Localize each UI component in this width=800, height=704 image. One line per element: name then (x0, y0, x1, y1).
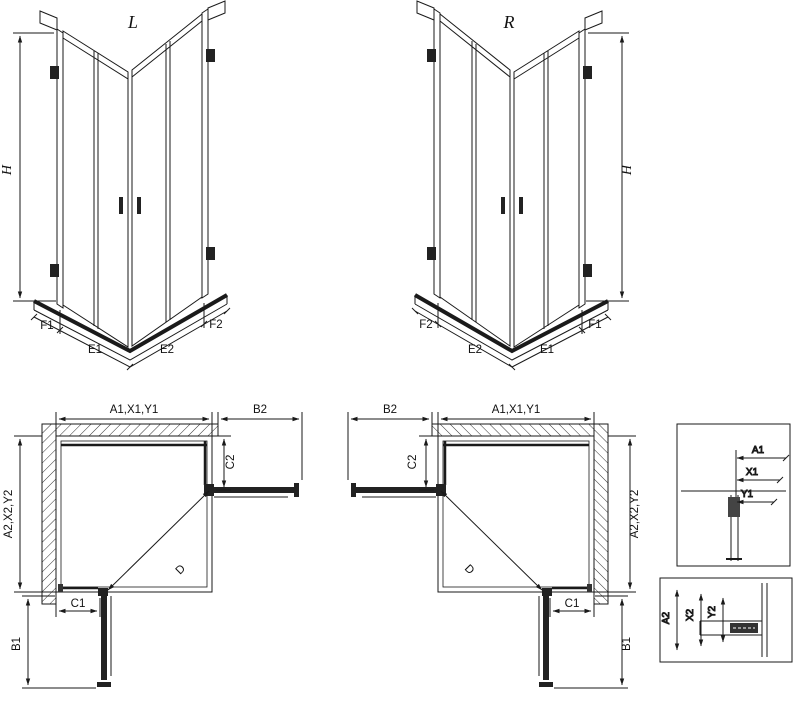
open-door-bottom (97, 588, 112, 687)
detail-top-frame (676, 423, 791, 567)
detail-top-dim-x1: X1 (746, 467, 759, 478)
plan-r-door-depth-dim: B1 (621, 637, 633, 651)
tray-dim-f1-r: F1 (588, 319, 601, 331)
plan-dimension-lines (14, 412, 303, 689)
tray-dimension-lines (30, 303, 231, 371)
plan-left-labels: A1,X1,Y1 B2 C2 A2,X2,Y2 C1 D B1 (3, 404, 267, 651)
diagonal-dimension-line (107, 490, 210, 591)
view-title-r: R (503, 12, 515, 32)
detail-top-dim-y1: Y1 (741, 489, 754, 500)
open-door-right (204, 483, 299, 498)
plan-l-depth-dim: A2,X2,Y2 (3, 490, 15, 539)
height-dimension (13, 32, 56, 302)
enclosure-3d-lineart-left (13, 0, 231, 371)
detail-bottom-dim-x2: X2 (685, 608, 696, 621)
glass-panels-plan (58, 441, 207, 592)
plan-l-fixed-bottom-dim: C1 (71, 598, 86, 610)
plan-r-fixed-bottom-dim: C1 (565, 598, 580, 610)
tray-dim-e2-l: E2 (160, 344, 174, 356)
tray-dim-e1-l: E1 (88, 344, 102, 356)
view-title-l: L (127, 12, 138, 32)
glass-panel-left (62, 30, 129, 348)
plan-l-diagonal-dim: D (174, 563, 188, 577)
enclosure-3d-left-labels: L H F1 E1 E2 F2 (0, 12, 223, 356)
wall-bracket-right (207, 0, 226, 21)
plan-l-width-dim: A1,X1,Y1 (110, 404, 159, 416)
wall-hatching (41, 423, 219, 605)
detail-view-bottom: A2 X2 Y2 (659, 577, 793, 663)
tray-dim-e2-r: E2 (468, 344, 482, 356)
detail-bottom-dim-y2: Y2 (707, 605, 718, 618)
detail-bottom-frame (659, 577, 793, 663)
plan-r-diagonal-dim: D (462, 563, 476, 577)
tray-dim-f2-l: F2 (209, 319, 222, 331)
height-dim-label-l: H (0, 164, 15, 176)
plan-view-lineart-left (14, 412, 303, 689)
door-handles (119, 197, 141, 214)
plan-l-door-depth-dim: B1 (11, 637, 23, 651)
plan-r-width-dim: A1,X1,Y1 (492, 404, 541, 416)
enclosure-3d-lineart-right (412, 1, 629, 370)
plan-view-lineart-right (348, 412, 636, 688)
detail-view-top: A1 X1 Y1 (676, 423, 791, 567)
door-hinges (50, 49, 215, 277)
tray-dim-e1-r: E1 (540, 344, 554, 356)
wall-bracket-left (39, 10, 58, 31)
detail-bottom-dim-a2: A2 (661, 611, 672, 624)
glass-panel-right (131, 12, 203, 347)
enclosure-3d-right-labels: R H F2 E2 E1 F1 (419, 12, 635, 356)
plan-r-depth-dim: A2,X2,Y2 (629, 490, 641, 539)
plan-r-fixed-panel-dim: C2 (407, 455, 419, 470)
wall-profile-left (56, 28, 64, 309)
tray-dim-f1-l: F1 (40, 320, 53, 332)
plan-l-door-width-dim: B2 (253, 404, 267, 416)
shower-tray (33, 293, 228, 361)
plan-l-fixed-panel-dim: C2 (225, 455, 237, 470)
tray-dim-f2-r: F2 (419, 319, 432, 331)
plan-right-labels: B2 A1,X1,Y1 C2 A2,X2,Y2 D C1 B1 (383, 404, 641, 651)
plan-r-door-width-dim: B2 (383, 404, 397, 416)
height-dim-label-r: H (620, 164, 635, 176)
tray-outline (55, 435, 213, 593)
detail-top-dim-a1: A1 (752, 445, 765, 456)
